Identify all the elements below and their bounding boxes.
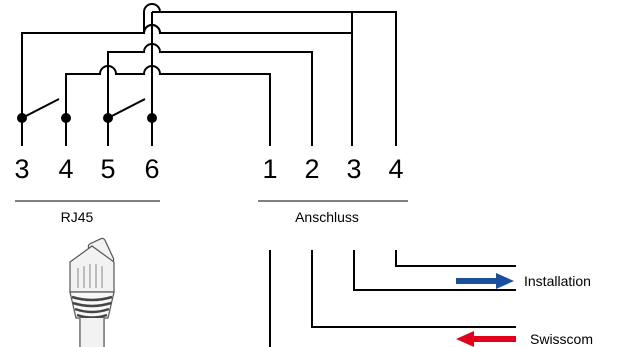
terminal-4-lower-wire [395, 250, 516, 267]
terminal-3-lower-wire [353, 250, 516, 291]
rj45-pin-label: 5 [100, 154, 115, 184]
installation-label: Installation [524, 273, 591, 289]
connection-label: Anschluss [295, 209, 359, 225]
rj45-pin-label: 3 [14, 154, 29, 184]
rj45-plug-icon [69, 237, 115, 347]
wire-top-rail-terminal-4 [152, 11, 397, 146]
rj45-pin-label: 4 [58, 154, 73, 184]
wire-rail-terminal-2 [107, 43, 313, 146]
terminal-label: 1 [262, 154, 277, 184]
terminal-2-lower-wire [311, 250, 516, 328]
switch-arm-3-4 [21, 98, 60, 119]
wire-rail-terminal-3 [21, 24, 353, 146]
wire-rail-terminal-1 [65, 65, 271, 146]
terminal-label: 2 [304, 154, 319, 184]
wire-rj45-3-to-terminal-4 [21, 3, 353, 118]
switch-arm-5-6 [107, 98, 146, 119]
swisscom-arrow-icon [456, 331, 516, 347]
rj45-pin-label: 6 [144, 154, 159, 184]
rj45-label: RJ45 [61, 209, 94, 225]
swisscom-label: Swisscom [530, 331, 593, 347]
terminal-label: 4 [388, 154, 403, 184]
terminal-label: 3 [346, 154, 361, 184]
installation-arrow-icon [456, 273, 514, 289]
